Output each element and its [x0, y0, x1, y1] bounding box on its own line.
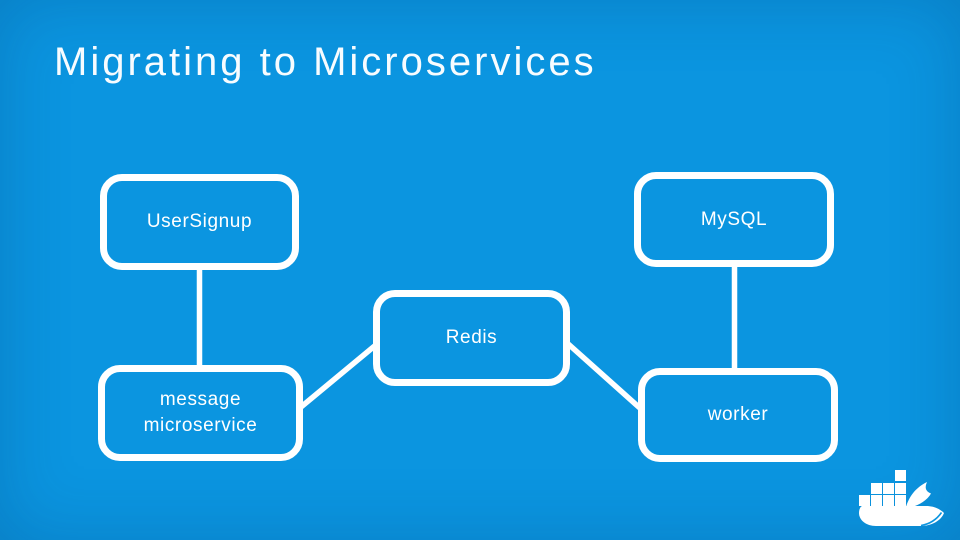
node-worker: worker	[638, 368, 838, 462]
node-mysql-label: MySQL	[700, 208, 768, 230]
docker-logo	[854, 464, 946, 528]
node-worker-label: worker	[707, 404, 769, 426]
node-redis: Redis	[373, 290, 570, 386]
node-mysql: MySQL	[634, 172, 834, 267]
node-usersignup: UserSignup	[100, 174, 299, 270]
node-message-label-line1: message	[159, 389, 242, 411]
edge-message-redis	[298, 341, 380, 410]
node-usersignup-label: UserSignup	[146, 211, 253, 233]
docker-whale-icon	[859, 470, 944, 527]
node-message-label-line2: microservice	[143, 415, 258, 436]
node-redis-label: Redis	[445, 327, 498, 349]
edge-redis-worker	[563, 339, 644, 412]
slide-title: Migrating to Microservices	[54, 40, 597, 84]
node-message-microservice: message microservice	[98, 365, 303, 461]
